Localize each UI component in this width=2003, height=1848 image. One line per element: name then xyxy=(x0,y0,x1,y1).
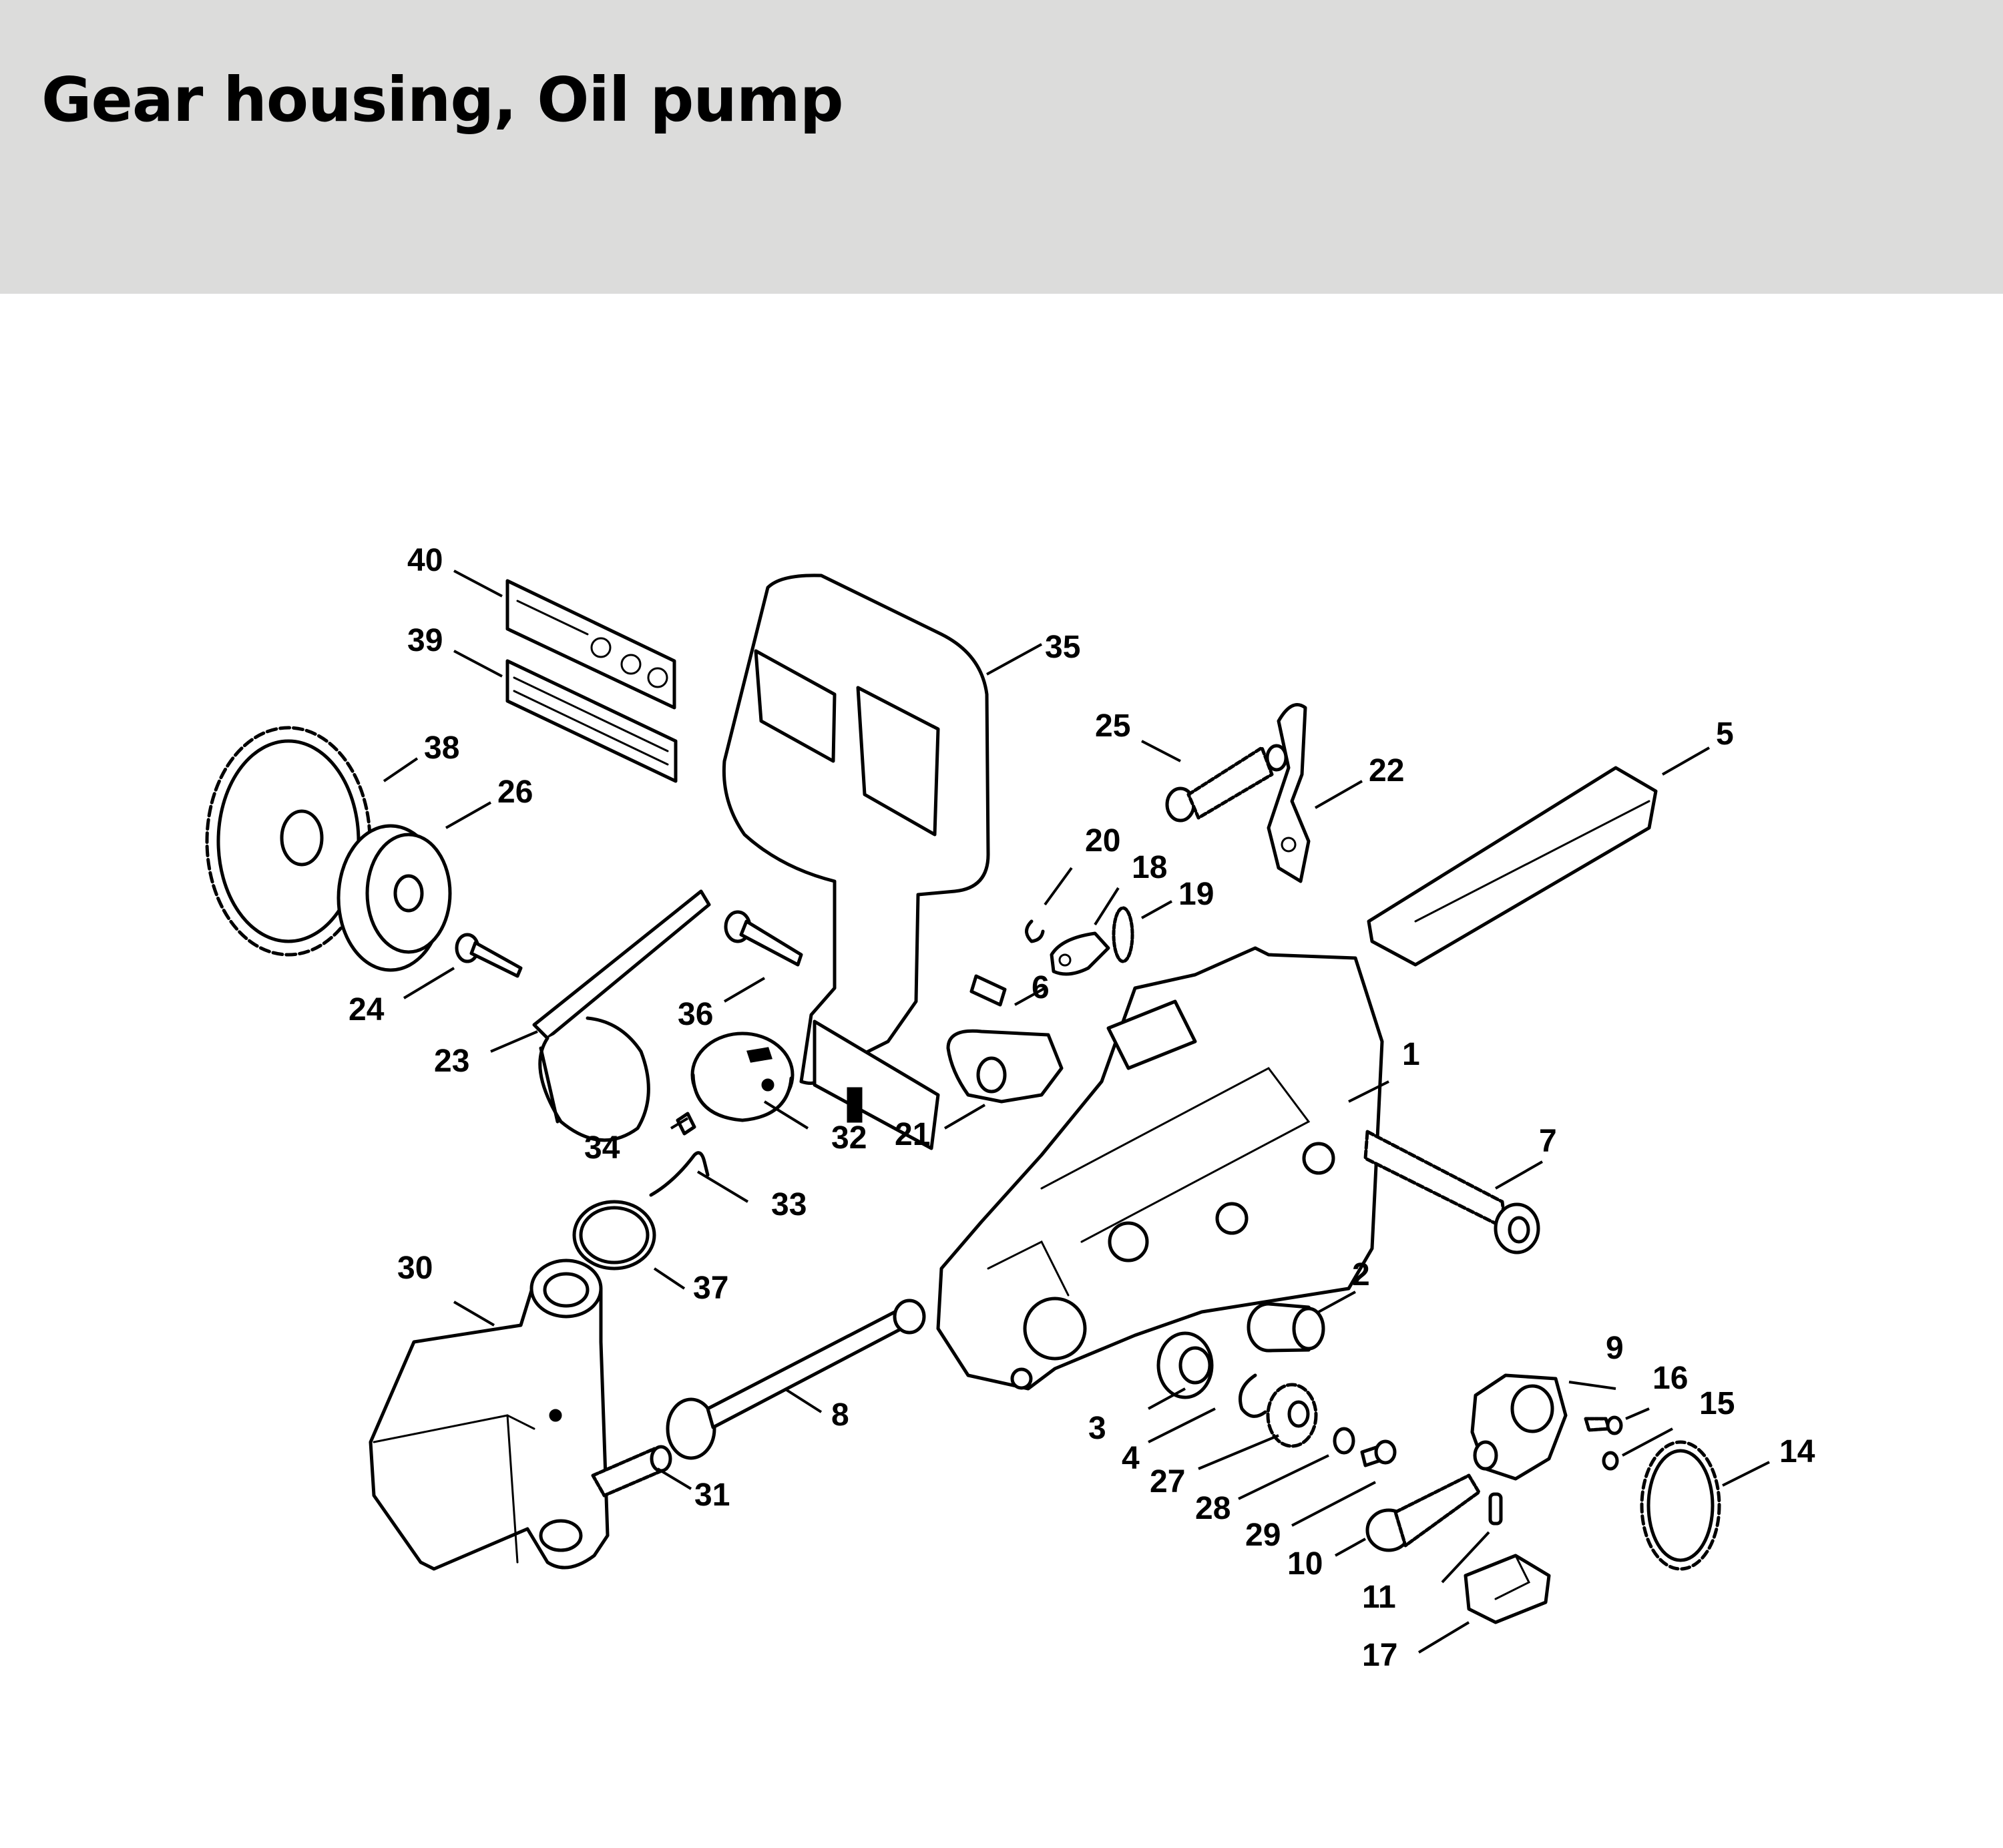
callout-25: 25 xyxy=(1095,708,1130,744)
callout-37: 37 xyxy=(693,1270,728,1306)
callout-20: 20 xyxy=(1085,823,1120,859)
callout-10: 10 xyxy=(1287,1546,1323,1582)
callout-31: 31 xyxy=(694,1477,730,1513)
page-title: Gear housing, Oil pump xyxy=(41,64,844,136)
pin-11-part xyxy=(1488,1492,1503,1526)
callout-22: 22 xyxy=(1369,753,1404,788)
shaft-part xyxy=(946,1029,1064,1104)
gear-housing-part xyxy=(936,946,1384,1391)
callout-1: 1 xyxy=(1402,1037,1420,1072)
circlip-part xyxy=(1239,1373,1267,1418)
pin-6-part xyxy=(969,974,1007,1007)
callout-18: 18 xyxy=(1132,850,1167,885)
callout-29: 29 xyxy=(1245,1518,1281,1553)
callout-33: 33 xyxy=(771,1187,807,1222)
e-clip-part xyxy=(1025,919,1045,943)
callout-28: 28 xyxy=(1195,1491,1231,1526)
callout-24: 24 xyxy=(349,992,385,1027)
callout-2: 2 xyxy=(1352,1257,1370,1293)
callout-35: 35 xyxy=(1045,630,1080,665)
callout-27: 27 xyxy=(1150,1464,1185,1499)
screw-36-part xyxy=(724,910,803,967)
plate-part xyxy=(1367,766,1658,967)
oil-filler-cap-part xyxy=(690,1031,795,1122)
callout-32: 32 xyxy=(831,1120,867,1156)
oil-tank-part xyxy=(369,1258,610,1571)
callout-15: 15 xyxy=(1699,1386,1735,1421)
washer-15-part xyxy=(1602,1451,1619,1471)
screw-29-part xyxy=(1360,1439,1397,1467)
callout-8: 8 xyxy=(831,1397,849,1433)
callout-26: 26 xyxy=(497,774,533,810)
callout-16: 16 xyxy=(1652,1361,1688,1396)
callout-36: 36 xyxy=(678,997,713,1032)
callout-38: 38 xyxy=(424,730,459,766)
spring-19-part xyxy=(1112,906,1134,963)
callout-23: 23 xyxy=(434,1044,469,1079)
callout-7: 7 xyxy=(1539,1124,1557,1159)
plunger-part xyxy=(1365,1473,1481,1552)
callout-19: 19 xyxy=(1178,877,1214,912)
callout-40: 40 xyxy=(407,543,443,578)
callout-21: 21 xyxy=(895,1117,930,1152)
leader-lines xyxy=(383,569,1770,1654)
callout-34: 34 xyxy=(584,1130,620,1166)
callout-9: 9 xyxy=(1606,1331,1624,1366)
callout-17: 17 xyxy=(1362,1638,1397,1673)
tension-spring-part xyxy=(1165,744,1288,823)
label-part xyxy=(505,659,678,783)
ball-bearing-part xyxy=(1156,1331,1214,1399)
washer-28-part xyxy=(1333,1427,1355,1455)
callout-labels: 40 39 38 26 24 23 36 35 25 22 5 20 18 19… xyxy=(349,543,1815,1673)
callout-39: 39 xyxy=(407,623,443,658)
brake-band-part xyxy=(532,889,711,1142)
screw-16-part xyxy=(1584,1415,1623,1435)
bell-crank-part xyxy=(1267,703,1311,883)
callout-11: 11 xyxy=(1362,1580,1396,1615)
callout-14: 14 xyxy=(1779,1434,1815,1469)
o-ring-part xyxy=(572,1200,656,1270)
callout-3: 3 xyxy=(1088,1411,1106,1446)
screw-34-part xyxy=(676,1112,696,1136)
spur-gear-part xyxy=(205,726,372,957)
callout-4: 4 xyxy=(1122,1441,1140,1476)
callout-30: 30 xyxy=(397,1250,433,1286)
strap-part xyxy=(649,1151,710,1197)
lever-part xyxy=(1050,931,1110,976)
callout-5: 5 xyxy=(1716,716,1734,752)
clutch-drum-part xyxy=(337,824,452,972)
cover-part xyxy=(1464,1554,1551,1624)
header-band: Gear housing, Oil pump xyxy=(0,0,2003,294)
oil-pump-housing-part xyxy=(1470,1373,1568,1481)
warning-label-part xyxy=(505,579,676,710)
screw-shaft-part xyxy=(1363,1130,1540,1254)
sprocket-part xyxy=(1266,1383,1318,1448)
sleeve-part xyxy=(1247,1302,1325,1353)
callout-6: 6 xyxy=(1032,970,1050,1005)
hand-guard-part xyxy=(722,573,990,1150)
worm-gear-part xyxy=(1640,1440,1721,1571)
screw-24-part xyxy=(455,933,523,978)
suction-hose-part xyxy=(666,1299,926,1460)
